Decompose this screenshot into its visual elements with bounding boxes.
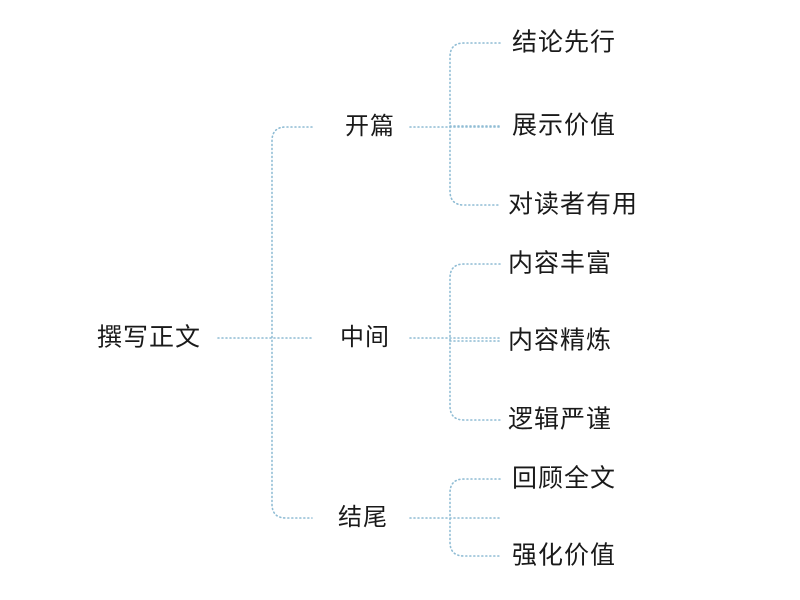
leaf-node-qianghuajiazhi[interactable]: 强化价值 (512, 541, 617, 570)
connector-main-spine (271, 126, 313, 519)
leaf-node-neirongjinglian[interactable]: 内容精炼 (508, 326, 613, 355)
leaf-node-huiguquanwen[interactable]: 回顾全文 (512, 464, 617, 493)
connector-spine (449, 263, 501, 421)
leaf-node-luojiyanjin[interactable]: 逻辑严谨 (508, 405, 613, 434)
leaf-node-duidzheyouyong[interactable]: 对读者有用 (508, 190, 639, 219)
leaf-node-neirongfengfu[interactable]: 内容丰富 (508, 249, 613, 278)
root-node[interactable]: 撰写正文 (97, 323, 202, 352)
branch-node-jiewei[interactable]: 结尾 (338, 504, 388, 531)
leaf-node-jielunxianxing[interactable]: 结论先行 (512, 28, 617, 57)
connector-spine (449, 478, 501, 557)
branch-node-kaipian[interactable]: 开篇 (345, 113, 395, 140)
connector-spine (449, 42, 501, 206)
leaf-node-zhanshijiazhi[interactable]: 展示价值 (512, 111, 617, 140)
branch-node-zhongjian[interactable]: 中间 (340, 324, 390, 351)
